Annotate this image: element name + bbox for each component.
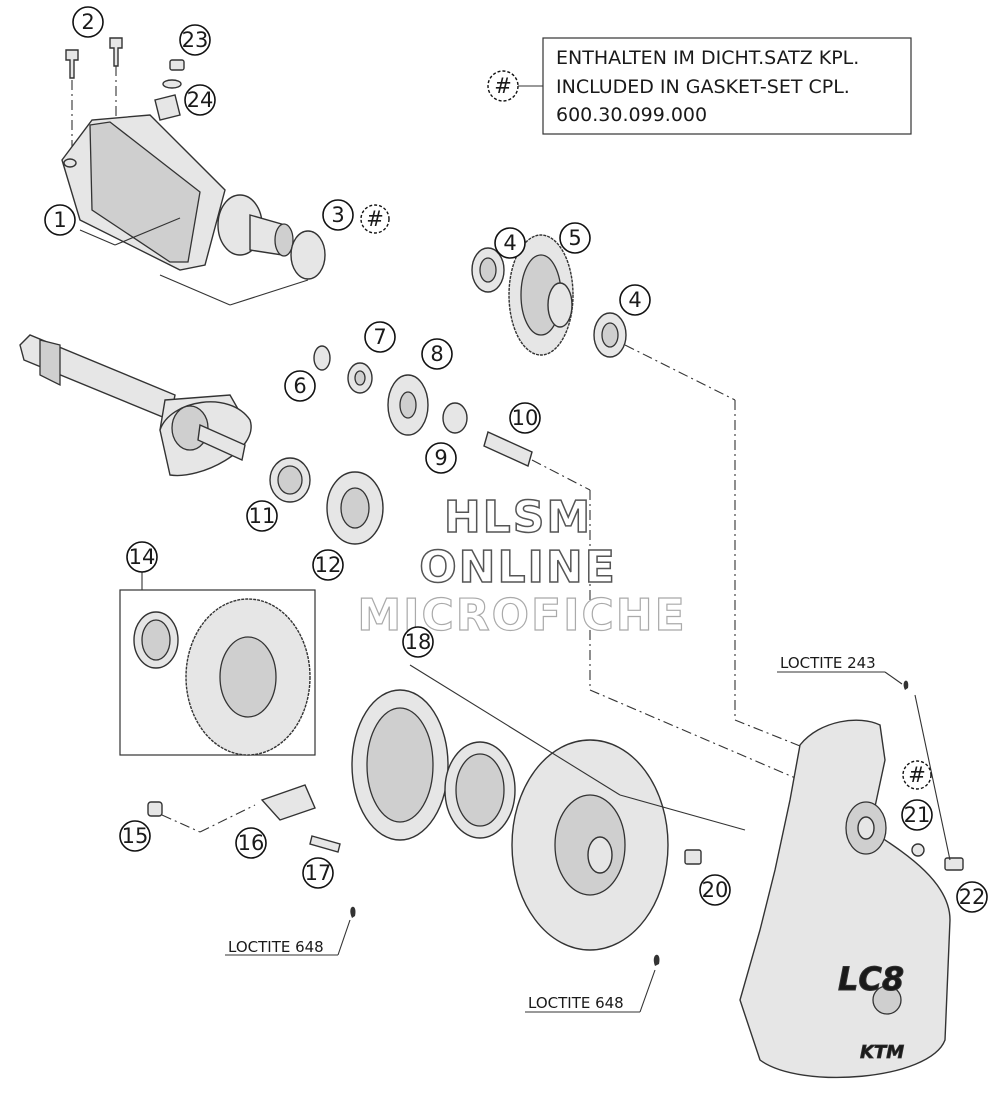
callout-4-right-label: 4	[628, 288, 641, 312]
callout-1-label: 1	[53, 208, 66, 232]
callout-16: 16	[235, 827, 267, 859]
callout-14-label: 14	[129, 545, 156, 569]
callout-21: 21	[901, 799, 933, 831]
callout-3-label: 3	[331, 203, 344, 227]
loctite-648-left-label: LOCTITE 648	[228, 938, 324, 956]
ignition-cover: LC8 KTM	[684, 719, 964, 1079]
callout-4-left: 4	[494, 227, 526, 259]
callout-18-label: 18	[405, 630, 432, 654]
callout-7: 7	[364, 321, 396, 353]
crankshaft	[19, 334, 252, 477]
callout-3-hash: #	[366, 207, 384, 231]
watermark-line-1: HLSM	[444, 492, 592, 543]
callout-2: 2	[72, 6, 104, 38]
callout-17-label: 17	[305, 861, 332, 885]
note-line-english: INCLUDED IN GASKET-SET CPL.	[556, 76, 850, 98]
callout-10-label: 10	[512, 406, 539, 430]
callout-11-label: 11	[249, 504, 276, 528]
callout-18: 18	[402, 626, 434, 658]
callout-6-label: 6	[293, 374, 306, 398]
callout-15: 15	[119, 820, 151, 852]
callout-1: 1	[44, 204, 76, 236]
callout-4-right: 4	[619, 284, 651, 316]
callout-9: 9	[425, 442, 457, 474]
note-line-part-number: 600.30.099.000	[556, 104, 707, 126]
callout-21-label: 21	[904, 803, 931, 827]
note-line-german: ENTHALTEN IM DICHT.SATZ KPL.	[556, 47, 859, 69]
callout-8-label: 8	[430, 342, 443, 366]
loctite-243-label: LOCTITE 243	[780, 654, 876, 672]
callout-5: 5	[559, 222, 591, 254]
callout-9-label: 9	[434, 446, 447, 470]
callout-23: 23	[179, 24, 211, 56]
callout-12: 12	[312, 549, 344, 581]
callout-11: 11	[246, 500, 278, 532]
idler-gear-assembly	[471, 234, 861, 771]
callout-24: 24	[184, 84, 216, 116]
callout-24-label: 24	[187, 88, 214, 112]
starter-motor	[61, 37, 326, 306]
callout-17: 17	[302, 857, 334, 889]
callout-6: 6	[284, 370, 316, 402]
cover-brand-logo: KTM	[860, 1042, 904, 1063]
callout-5-label: 5	[568, 226, 581, 250]
callout-8: 8	[421, 338, 453, 370]
callout-14: 14	[126, 541, 158, 573]
part-14-box	[119, 572, 316, 756]
flywheel-assembly	[147, 664, 746, 951]
callout-20-label: 20	[702, 878, 729, 902]
callout-21-gasket-marker: #	[902, 760, 932, 790]
callout-22: 22	[956, 881, 988, 913]
callout-3: 3	[322, 199, 354, 231]
gear-train-parts	[269, 345, 801, 781]
callout-23-label: 23	[182, 28, 209, 52]
callout-15-label: 15	[122, 824, 149, 848]
callout-10: 10	[509, 402, 541, 434]
callout-4-left-label: 4	[503, 231, 516, 255]
callout-22-label: 22	[959, 885, 986, 909]
callout-2-label: 2	[81, 10, 94, 34]
callout-7-label: 7	[373, 325, 386, 349]
loctite-648-bottom-label: LOCTITE 648	[528, 994, 624, 1012]
callout-20: 20	[699, 874, 731, 906]
note-symbol: #	[494, 74, 512, 98]
loctite-markers	[225, 671, 951, 1013]
callout-21-hash: #	[908, 763, 926, 787]
watermark: HLSM ONLINE MICROFICHE	[357, 491, 686, 641]
callout-16-label: 16	[238, 831, 265, 855]
callout-3-gasket-marker: #	[360, 204, 390, 234]
callout-12-label: 12	[315, 553, 342, 577]
gasket-set-note: # ENTHALTEN IM DICHT.SATZ KPL. INCLUDED …	[487, 37, 912, 135]
cover-model-logo: LC8	[838, 960, 904, 998]
watermark-line-2: ONLINE	[419, 542, 617, 593]
